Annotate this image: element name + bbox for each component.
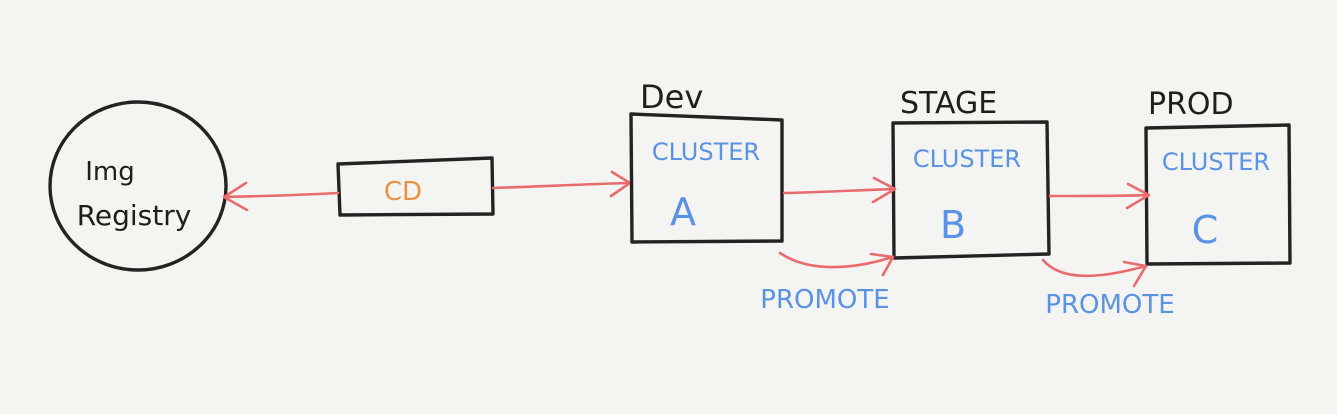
promote-curve bbox=[778, 251, 895, 269]
arrowhead bbox=[1122, 260, 1148, 288]
arrow-a-to-b bbox=[782, 176, 897, 204]
dev-environment: Dev CLUSTER A bbox=[629, 78, 784, 244]
cluster-label-a: CLUSTER bbox=[652, 138, 760, 166]
promote-b-to-c: PROMOTE bbox=[1041, 258, 1175, 320]
cluster-id-a: A bbox=[670, 190, 696, 234]
prod-environment: PROD CLUSTER C bbox=[1144, 87, 1292, 266]
arrowhead bbox=[869, 252, 895, 277]
registry-label-line2: Registry bbox=[77, 199, 192, 232]
promote-label-2: PROMOTE bbox=[1045, 290, 1174, 320]
env-name-dev: Dev bbox=[640, 78, 703, 116]
cd-node: CD bbox=[336, 156, 495, 217]
env-name-prod: PROD bbox=[1148, 87, 1234, 122]
promote-label-1: PROMOTE bbox=[760, 285, 889, 315]
cd-box bbox=[336, 156, 495, 217]
arrowhead bbox=[871, 176, 897, 204]
cluster-label-c: CLUSTER bbox=[1162, 148, 1270, 176]
arrow-b-to-c bbox=[1048, 182, 1151, 210]
cluster-box-a bbox=[629, 112, 784, 244]
cluster-id-b: B bbox=[940, 203, 966, 247]
stage-environment: STAGE CLUSTER B bbox=[891, 86, 1051, 260]
cluster-box-b bbox=[891, 120, 1051, 260]
arrow-line bbox=[1048, 193, 1151, 198]
arrow-line bbox=[782, 187, 897, 195]
arrow-cd-to-registry bbox=[222, 181, 340, 212]
promote-curve bbox=[1041, 258, 1148, 278]
arrow-cd-to-dev bbox=[491, 170, 632, 198]
arrowhead bbox=[1125, 182, 1151, 210]
registry-circle bbox=[48, 100, 228, 272]
registry-node: Img Registry bbox=[48, 100, 228, 272]
arrow-line bbox=[222, 191, 340, 199]
cd-label: CD bbox=[384, 177, 422, 207]
arrow-line bbox=[491, 181, 632, 190]
cluster-id-c: C bbox=[1192, 208, 1219, 252]
promote-a-to-b: PROMOTE bbox=[760, 251, 895, 315]
registry-label-line1: Img bbox=[85, 157, 135, 187]
cluster-label-b: CLUSTER bbox=[913, 145, 1021, 173]
env-name-stage: STAGE bbox=[900, 86, 997, 121]
cluster-box-c bbox=[1144, 123, 1292, 266]
arrowhead bbox=[222, 181, 249, 212]
